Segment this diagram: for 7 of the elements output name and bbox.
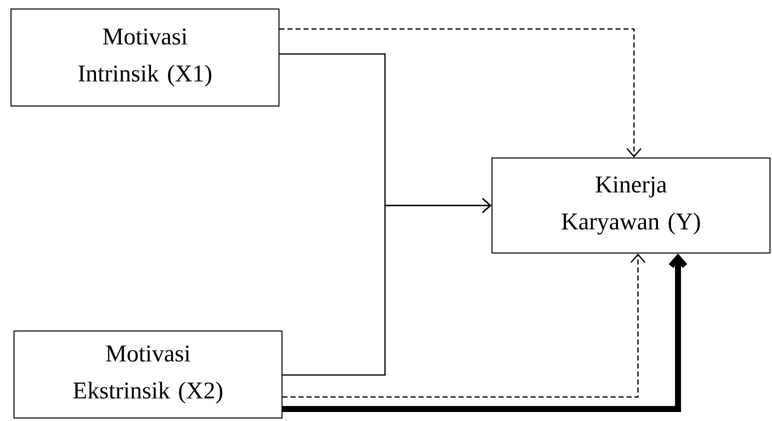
- arrow: [282, 198, 492, 376]
- variable-box: Motivasi Intrinsik (X1): [10, 8, 280, 106]
- arrow: [280, 28, 642, 158]
- arrow: [282, 254, 688, 412]
- arrow: [282, 254, 646, 398]
- variable-box: Motivasi Ekstrinsik (X2): [14, 330, 282, 418]
- variable-box: Kinerja Karyawan (Y): [492, 158, 770, 254]
